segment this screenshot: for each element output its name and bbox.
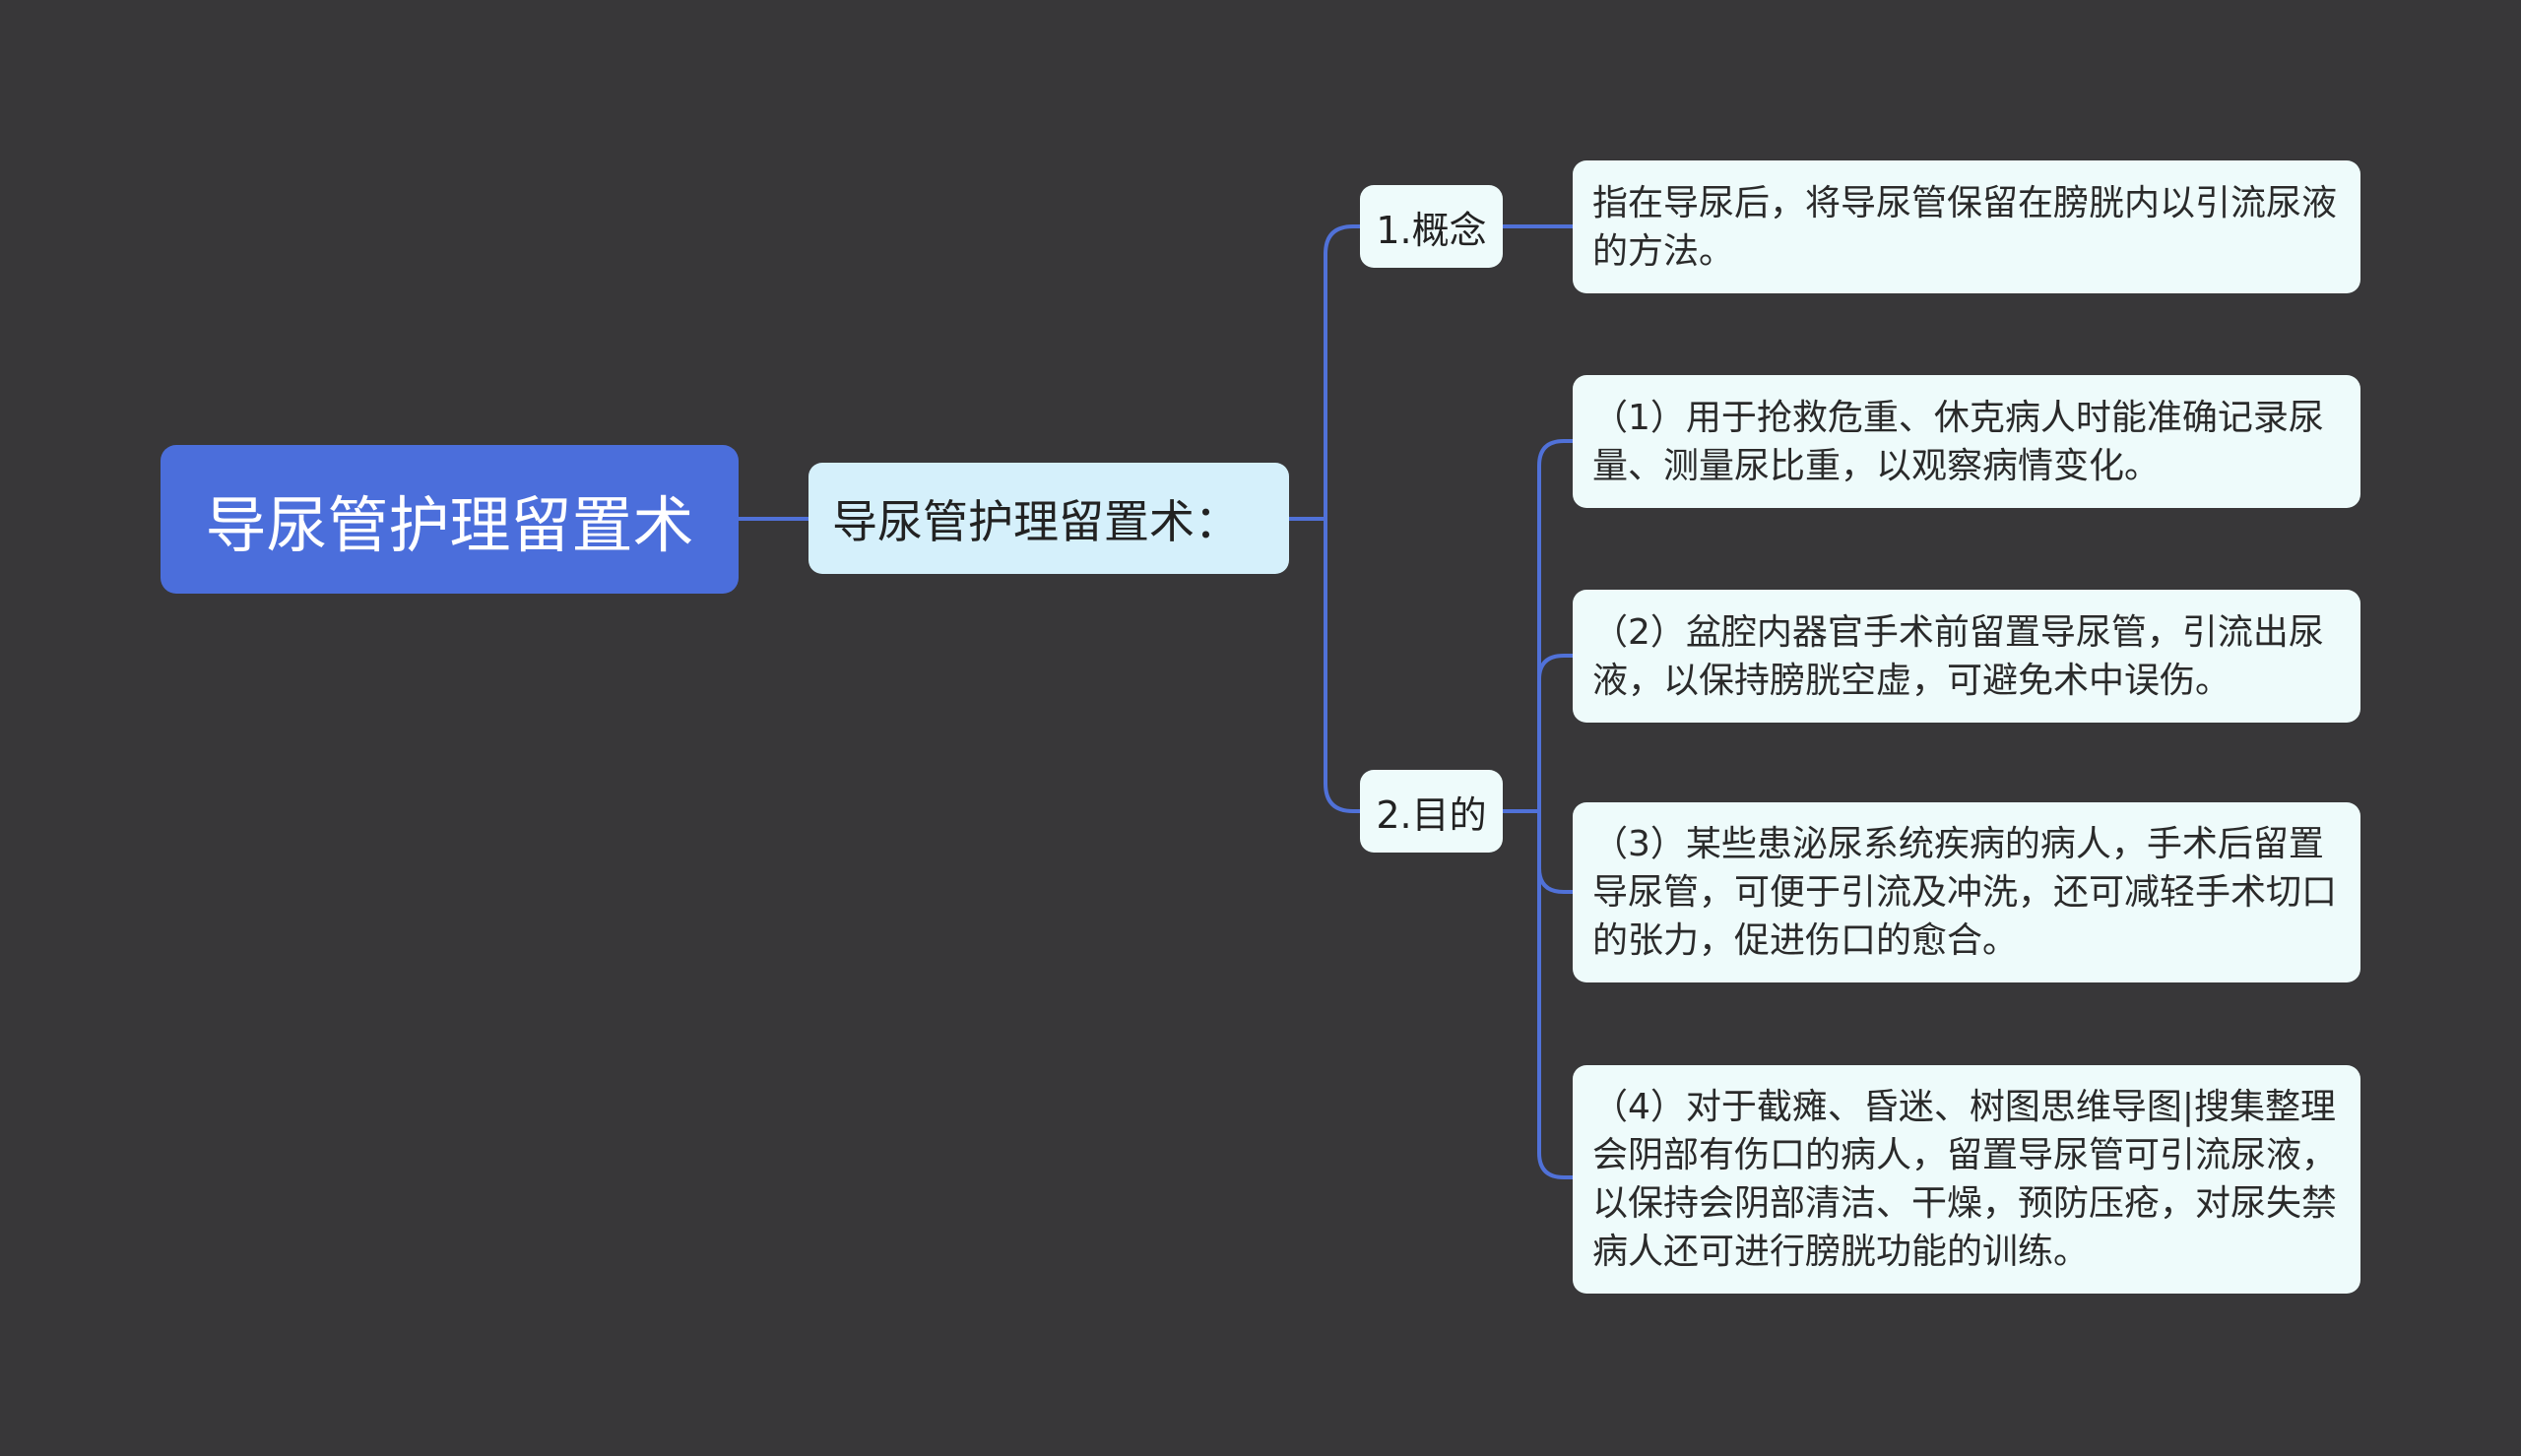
leaf-node-text: 指在导尿后，将导尿管保留在膀胱内以引流尿液的方法。 bbox=[1592, 182, 2338, 272]
leaf-node-purpose-1[interactable]: （1）用于抢救危重、休克病人时能准确记录尿量、测量尿比重，以观察病情变化。 bbox=[1573, 375, 2360, 508]
level1-node[interactable]: 导尿管护理留置术： bbox=[808, 463, 1289, 574]
leaf-node-text: （2）盆腔内器官手术前留置导尿管，引流出尿液，以保持膀胱空虚，可避免术中误伤。 bbox=[1592, 611, 2324, 701]
leaf-node-text: （4）对于截瘫、昏迷、树图思维导图|搜集整理会阴部有伤口的病人，留置导尿管可引流… bbox=[1592, 1087, 2338, 1272]
connector-purpose-to-leaf-2 bbox=[1537, 654, 1575, 681]
connector-purpose-to-leaf-1 bbox=[1537, 439, 1575, 813]
root-node[interactable]: 导尿管护理留置术 bbox=[161, 445, 739, 594]
branch-node-purpose[interactable]: 2.目的 bbox=[1360, 770, 1503, 853]
branch-node-label: 1.概念 bbox=[1376, 208, 1487, 252]
leaf-node-purpose-2[interactable]: （2）盆腔内器官手术前留置导尿管，引流出尿液，以保持膀胱空虚，可避免术中误伤。 bbox=[1573, 590, 2360, 723]
leaf-node-purpose-3[interactable]: （3）某些患泌尿系统疾病的病人，手术后留置导尿管，可便于引流及冲洗，还可减轻手术… bbox=[1573, 802, 2360, 982]
leaf-node-text: （3）某些患泌尿系统疾病的病人，手术后留置导尿管，可便于引流及冲洗，还可减轻手术… bbox=[1592, 824, 2338, 961]
connector-purpose-to-leaf-3 bbox=[1537, 809, 1575, 894]
connector-level1-to-purpose bbox=[1324, 517, 1362, 813]
connector-level1-to-concept bbox=[1287, 224, 1362, 521]
branch-node-label: 2.目的 bbox=[1376, 792, 1487, 837]
connector-purpose-to-leaf-4 bbox=[1537, 809, 1575, 1179]
level1-node-label: 导尿管护理留置术： bbox=[832, 494, 1240, 548]
leaf-node-concept-1[interactable]: 指在导尿后，将导尿管保留在膀胱内以引流尿液的方法。 bbox=[1573, 160, 2360, 293]
leaf-node-text: （1）用于抢救危重、休克病人时能准确记录尿量、测量尿比重，以观察病情变化。 bbox=[1592, 397, 2324, 486]
branch-node-concept[interactable]: 1.概念 bbox=[1360, 185, 1503, 268]
root-node-label: 导尿管护理留置术 bbox=[205, 488, 694, 561]
leaf-node-purpose-4[interactable]: （4）对于截瘫、昏迷、树图思维导图|搜集整理会阴部有伤口的病人，留置导尿管可引流… bbox=[1573, 1065, 2360, 1294]
